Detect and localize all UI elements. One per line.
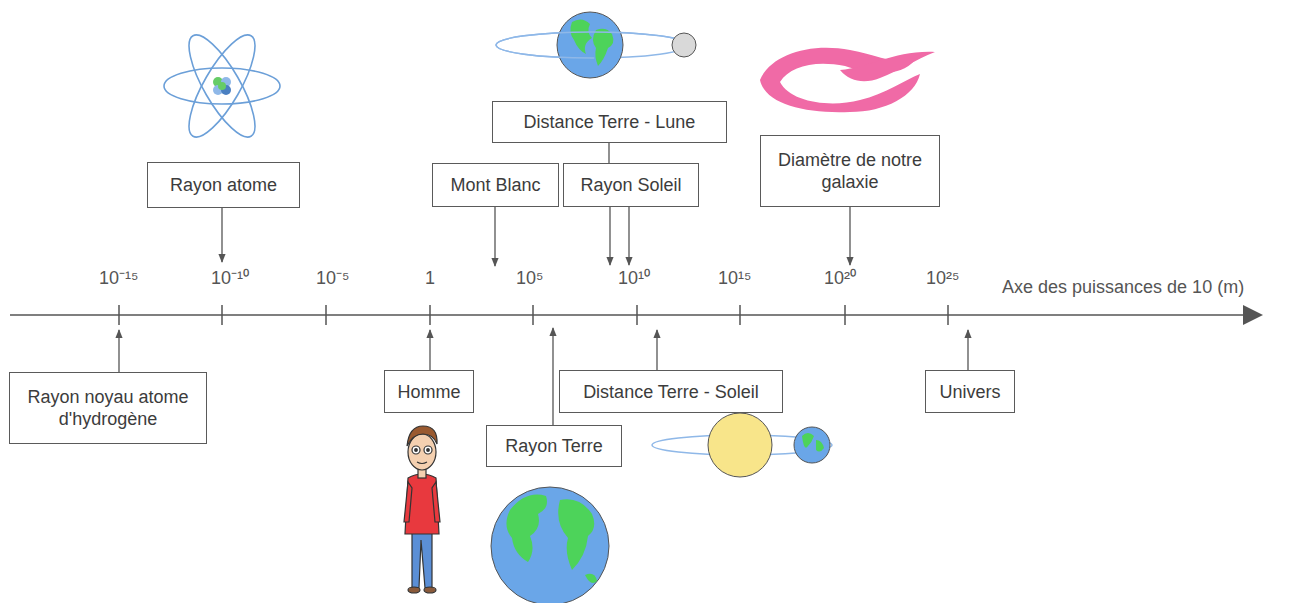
box-text: Mont Blanc — [450, 174, 540, 196]
box-text: Diamètre de notre galaxie — [775, 149, 925, 193]
box-text: Rayon Soleil — [580, 174, 681, 196]
box-text: Rayon noyau atome d'hydrogène — [21, 386, 196, 430]
scale-box: Rayon Soleil — [563, 163, 699, 207]
box-text: Distance Terre - Soleil — [583, 381, 759, 403]
tick-label: 10²⁰ — [822, 267, 858, 289]
scale-box: Homme — [384, 370, 474, 413]
scale-box: Univers — [925, 370, 1015, 413]
box-text: Distance Terre - Lune — [524, 111, 696, 133]
tick-label: 10¹⁰ — [616, 267, 652, 289]
tick-label: 10⁻⁵ — [314, 267, 351, 289]
earth-figure — [491, 487, 609, 603]
scale-box: Distance Terre - Lune — [492, 101, 727, 143]
leader-arrows — [119, 143, 968, 425]
scale-box: Rayon Terre — [486, 425, 622, 467]
tick-label: 10¹⁵ — [716, 267, 753, 289]
box-text: Univers — [939, 381, 1000, 403]
tick-label: 10⁻¹⁰ — [209, 267, 251, 289]
earth-moon-icon — [496, 12, 696, 78]
tick-label: 10⁻¹⁵ — [97, 267, 140, 289]
scale-box: Rayon atome — [147, 162, 300, 208]
scale-box: Distance Terre - Soleil — [559, 370, 783, 413]
box-text: Homme — [397, 381, 460, 403]
scale-box: Rayon noyau atome d'hydrogène — [9, 372, 207, 444]
sun-earth-icon — [652, 413, 832, 477]
scale-box: Diamètre de notre galaxie — [760, 135, 940, 207]
galaxy-icon — [760, 48, 935, 113]
atom-icon — [164, 27, 280, 145]
box-text: Rayon atome — [170, 174, 277, 196]
axis-label: Axe des puissances de 10 (m) — [1000, 276, 1246, 298]
box-text: Rayon Terre — [505, 435, 603, 457]
tick-label: 10²⁵ — [924, 267, 961, 289]
tick-label: 10⁵ — [514, 267, 545, 289]
man-figure — [404, 426, 440, 593]
scale-box: Mont Blanc — [432, 163, 559, 207]
tick-label: 1 — [423, 267, 437, 289]
axis — [10, 305, 1263, 325]
